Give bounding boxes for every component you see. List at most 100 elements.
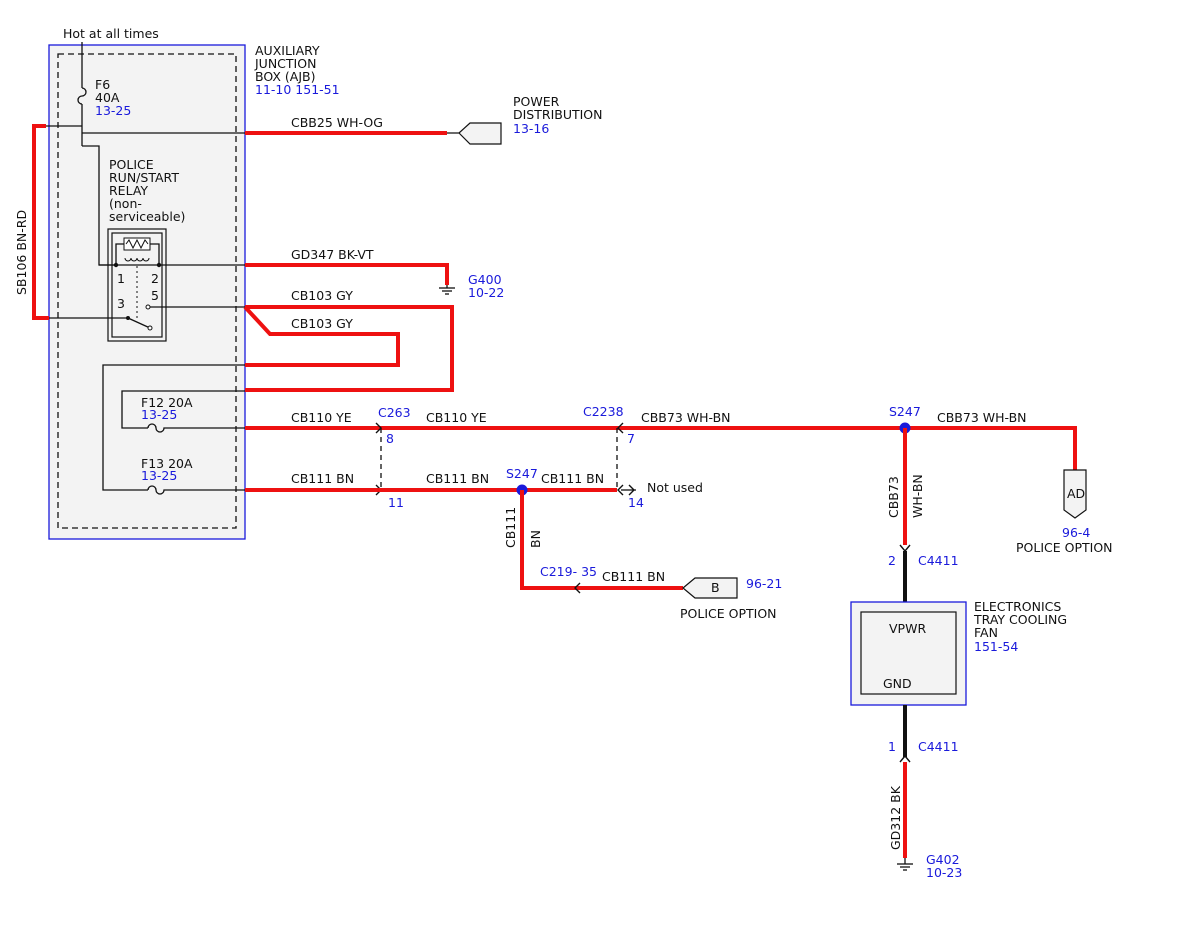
c2238-pin7: 7 xyxy=(627,431,635,446)
ajb-title-line2: JUNCTION xyxy=(254,56,316,71)
fan-vpwr-pin: VPWR xyxy=(889,621,926,636)
c4411-top-pin: 2 xyxy=(888,553,896,568)
relay-label-3: RELAY xyxy=(109,183,148,198)
c2238-pin7-chevron xyxy=(617,422,624,434)
police-b-label: POLICE OPTION xyxy=(680,606,777,621)
g402-ref: 10-23 xyxy=(926,865,962,880)
c263-pin8-chevron xyxy=(375,422,382,434)
f6-fuse-symbol xyxy=(77,87,87,105)
police-option-b-connector-icon xyxy=(682,577,738,599)
ajb-title-line3: BOX (AJB) xyxy=(255,69,316,84)
relay-coil-leads xyxy=(115,243,160,265)
f12-feed-line xyxy=(121,390,245,429)
relay-coil-winding xyxy=(124,257,150,262)
cbb25-label: CBB25 WH-OG xyxy=(291,115,383,130)
cb103-label-b: CB103 GY xyxy=(291,316,353,331)
c4411-bottom-pin: 1 xyxy=(888,739,896,754)
relay-switch-contact xyxy=(147,325,153,331)
relay-label-5: serviceable) xyxy=(109,209,185,224)
c219-chevron xyxy=(574,582,581,594)
gd347-label: GD347 BK-VT xyxy=(291,247,374,262)
relay-inner-box xyxy=(111,232,163,338)
police-option-ad-connector-icon xyxy=(1063,469,1087,519)
c263-pin11: 11 xyxy=(388,495,404,510)
g402-name: G402 xyxy=(926,852,960,867)
f6-rating: 40A xyxy=(95,90,120,105)
cb111-vertical-color: BN xyxy=(528,530,543,548)
f12-ref: 13-25 xyxy=(141,407,177,422)
relay-label-4: (non- xyxy=(109,196,142,211)
gd347-wire xyxy=(245,263,449,285)
cb103-outer-wire xyxy=(245,305,454,392)
relay-pin5-contact xyxy=(145,304,151,310)
g400-name: G400 xyxy=(468,272,502,287)
c4411-top-label: C4411 xyxy=(918,553,959,568)
relay-label-1: POLICE xyxy=(109,157,154,172)
cb111-label-d: CB111 BN xyxy=(602,569,665,584)
cb110-cbb73-wire xyxy=(245,426,1077,470)
c2238-pin14-chevron xyxy=(617,484,624,496)
c263-label: C263 xyxy=(378,405,411,420)
relay-switch-arm xyxy=(127,317,151,329)
f6-name: F6 xyxy=(95,77,110,92)
cb111-label-a: CB111 BN xyxy=(291,471,354,486)
relay-pin3: 3 xyxy=(117,296,125,311)
relay-pin5: 5 xyxy=(151,288,159,303)
f13-name: F13 20A xyxy=(141,456,193,471)
f13-fuse-symbol xyxy=(147,485,245,495)
police-ad-label: POLICE OPTION xyxy=(1016,540,1113,555)
c2238-label: C2238 xyxy=(583,404,624,419)
cb111-vertical-label: CB111 xyxy=(503,507,518,548)
cb111-branch-wire xyxy=(520,490,683,590)
ajb-inner-dashed-box xyxy=(57,53,237,529)
c4411-top-chevron xyxy=(899,544,911,553)
ajb-title-line1: AUXILIARY xyxy=(255,43,320,58)
gd312-label: GD312 BK xyxy=(888,785,903,850)
police-ad-tag: AD xyxy=(1067,486,1085,501)
c263-pin8: 8 xyxy=(386,431,394,446)
c219-label: C219- 35 xyxy=(540,564,597,579)
f12-name: F12 20A xyxy=(141,395,193,410)
cbb73-vertical-label: CBB73 xyxy=(886,476,901,518)
fan-inner-box xyxy=(860,611,957,695)
power-dist-ref: 13-16 xyxy=(513,121,549,136)
police-b-ref: 96-21 xyxy=(746,576,782,591)
hot-at-all-times-label: Hot at all times xyxy=(63,26,159,41)
police-ad-ref: 96-4 xyxy=(1062,525,1090,540)
cb111-label-c: CB111 BN xyxy=(541,471,604,486)
s247-top-label: S247 xyxy=(889,404,921,419)
sb106-wire xyxy=(32,124,49,320)
cb103-label-a: CB103 GY xyxy=(291,288,353,303)
cb111-label-b: CB111 BN xyxy=(426,471,489,486)
g400-ground-icon xyxy=(439,285,455,295)
police-b-tag: B xyxy=(711,580,720,595)
cbb73-label-a: CBB73 WH-BN xyxy=(641,410,731,425)
not-used-chevron xyxy=(628,484,635,496)
power-distribution-connector-icon xyxy=(447,122,502,145)
cbb73-label-b: CBB73 WH-BN xyxy=(937,410,1027,425)
relay-pin2: 2 xyxy=(151,271,159,286)
ajb-ref: 11-10 151-51 xyxy=(255,82,340,97)
g400-ref: 10-22 xyxy=(468,285,504,300)
c2238-pin14: 14 xyxy=(628,495,644,510)
fan-label-2: TRAY COOLING xyxy=(973,612,1067,627)
relay-coil-zigzag xyxy=(125,238,149,250)
c4411-bottom-label: C4411 xyxy=(918,739,959,754)
f6-ref: 13-25 xyxy=(95,103,131,118)
not-used-label: Not used xyxy=(647,480,703,495)
cb103-inner-wire xyxy=(243,305,400,367)
power-dist-label-2: DISTRIBUTION xyxy=(513,107,603,122)
f13-ref: 13-25 xyxy=(141,468,177,483)
cb110-label-b: CB110 YE xyxy=(426,410,487,425)
relay-label-2: RUN/START xyxy=(109,170,179,185)
c4411-bottom-chevron xyxy=(899,754,911,763)
f13-feed-line xyxy=(102,364,245,491)
fan-label-1: ELECTRONICS xyxy=(974,599,1061,614)
fan-label-3: FAN xyxy=(974,625,998,640)
power-dist-label-1: POWER xyxy=(513,94,560,109)
f12-fuse-symbol xyxy=(147,423,245,433)
relay-pin1: 1 xyxy=(117,271,125,286)
g402-ground-icon xyxy=(897,858,913,871)
